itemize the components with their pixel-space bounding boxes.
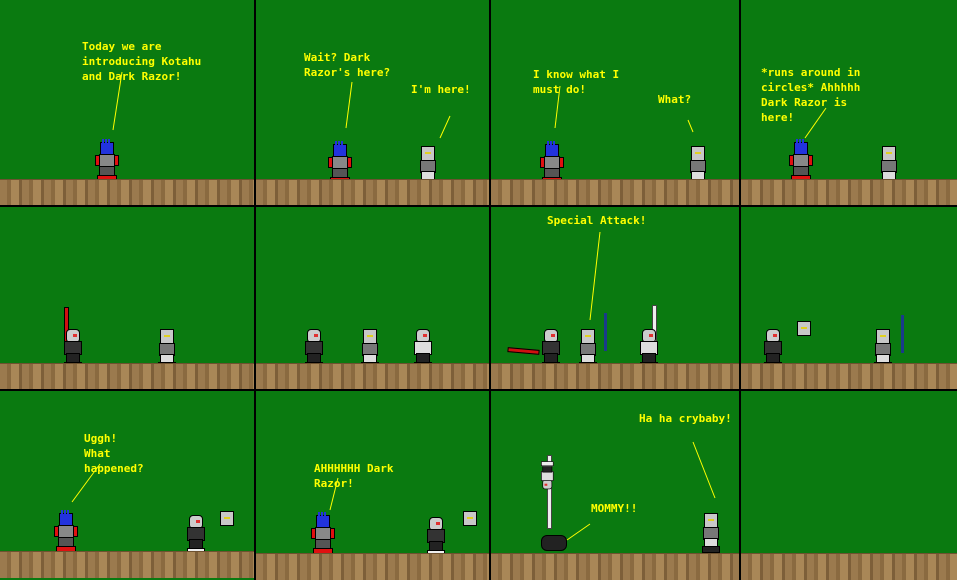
red-sword xyxy=(507,347,540,355)
dark-razor-masked-figure xyxy=(686,146,708,186)
kotahu-figure xyxy=(311,512,335,555)
floor xyxy=(741,363,957,389)
crying-figure xyxy=(541,535,567,551)
keyblade xyxy=(604,313,607,351)
floor xyxy=(0,363,254,389)
floor xyxy=(491,363,739,389)
panel-7: Special Attack! xyxy=(491,207,739,389)
panel-11: Ha ha crybaby! MOMMY!! xyxy=(491,391,739,580)
spinning-figure xyxy=(540,461,555,490)
kotahu-figure xyxy=(540,141,564,184)
floor xyxy=(256,363,489,389)
mask xyxy=(463,511,477,526)
dark-razor-figure xyxy=(761,329,783,369)
speech-text: What? xyxy=(658,93,692,106)
panel-5 xyxy=(0,207,254,389)
masked-figure xyxy=(155,329,177,369)
speech-text: Ha ha crybaby! xyxy=(639,412,732,425)
mask xyxy=(220,511,234,526)
masked-figure xyxy=(358,329,380,369)
panel-6 xyxy=(256,207,489,389)
floor xyxy=(741,179,957,205)
floor xyxy=(741,553,957,580)
kotahu-figure xyxy=(54,510,78,553)
speech-text: MOMMY!! xyxy=(591,502,638,515)
floor xyxy=(256,553,489,580)
dark-razor-figure xyxy=(61,329,83,369)
speech-text: Special Attack! xyxy=(547,214,647,227)
flying-mask xyxy=(797,321,811,336)
kotahu-figure xyxy=(328,141,352,184)
floor xyxy=(491,553,739,580)
floor xyxy=(0,551,254,578)
panel-8 xyxy=(741,207,957,389)
keyblade xyxy=(901,315,904,353)
dark-razor-figure xyxy=(184,515,206,555)
dark-razor-figure xyxy=(424,517,446,557)
dark-razor-figure xyxy=(302,329,324,369)
speech-text: I'm here! xyxy=(411,83,471,96)
floor xyxy=(256,179,489,205)
kotahu-figure xyxy=(789,139,813,182)
masked-figure xyxy=(871,329,893,369)
panel-12 xyxy=(741,391,957,580)
white-sword xyxy=(547,455,552,529)
kotahu-figure xyxy=(95,139,119,182)
floor xyxy=(491,179,739,205)
white-figure xyxy=(637,329,659,369)
masked-figure xyxy=(699,513,721,553)
masked-figure xyxy=(576,329,598,369)
dark-razor-figure xyxy=(539,329,561,369)
white-figure xyxy=(411,329,433,369)
floor xyxy=(0,179,254,205)
